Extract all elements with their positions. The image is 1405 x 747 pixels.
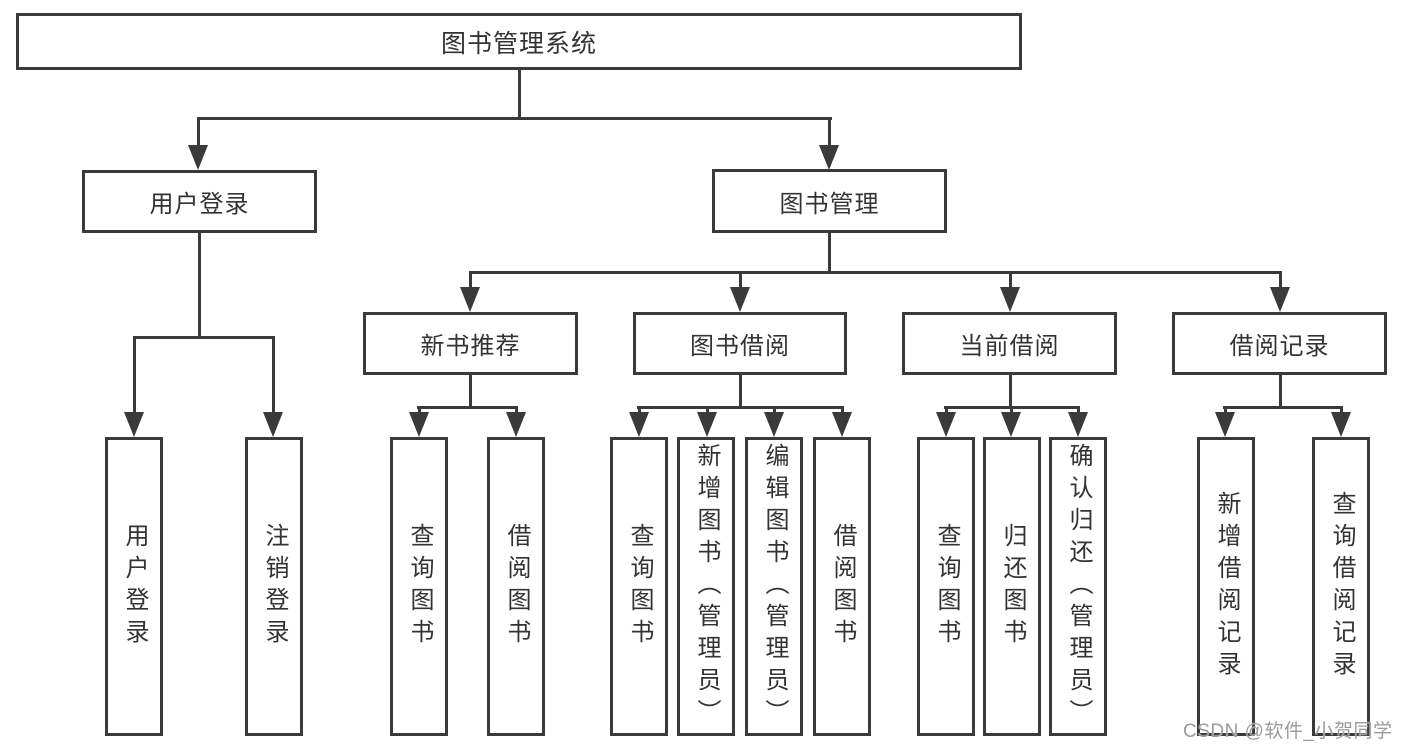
leaf-logout: 注销登录 — [245, 437, 303, 736]
arrowhead-book-borrowing — [730, 287, 750, 312]
node-label: 用户登录 — [149, 191, 250, 218]
connector-g1-drop-1 — [418, 406, 421, 414]
leaf-label: 查询借阅记录 — [1328, 490, 1355, 683]
node-label: 新书推荐 — [420, 333, 521, 360]
leaf-query-books-borrow: 查询图书 — [610, 437, 668, 736]
node-user-login: 用户登录 — [82, 170, 317, 233]
arrowhead-g3-leaf-3 — [1068, 412, 1088, 437]
connector-g4-feed — [1279, 375, 1282, 409]
arrowhead-g3-leaf-1 — [936, 412, 956, 437]
leaf-label: 查询图书 — [626, 522, 653, 651]
connector-g3-drop-2 — [1010, 406, 1013, 414]
leaf-label: 用户登录 — [121, 522, 148, 651]
node-library-management-system: 图书管理系统 — [16, 13, 1022, 70]
connector-drop-leaf-user-login — [133, 336, 136, 412]
leaf-label: 新增图书（管理员） — [693, 442, 720, 731]
leaf-borrow-books-newrec: 借阅图书 — [487, 437, 545, 736]
connector-g1-feed — [469, 375, 472, 409]
connector-drop-user-login — [197, 117, 200, 146]
connector-g2-drop-3 — [773, 406, 776, 414]
arrowhead-user-login — [188, 145, 208, 170]
connector-drop-new-book-rec — [469, 271, 472, 290]
connector-g3-drop-3 — [1077, 406, 1080, 414]
leaf-query-books-current: 查询图书 — [917, 437, 975, 736]
node-borrowing-records: 借阅记录 — [1172, 312, 1387, 375]
arrowhead-g1-leaf-1 — [409, 412, 429, 437]
connector-g1-bus — [417, 406, 518, 409]
connector-user-login-feed — [198, 233, 201, 339]
watermark: CSDN @软件_小贺同学 — [1183, 721, 1393, 742]
connector-g2-bus — [637, 406, 844, 409]
arrowhead-g4-leaf-2 — [1331, 412, 1351, 437]
connector-g4-bus — [1223, 406, 1343, 409]
arrowhead-g1-leaf-2 — [506, 412, 526, 437]
node-current-borrowing: 当前借阅 — [902, 312, 1117, 375]
connector-g2-feed — [739, 375, 742, 409]
arrowhead-borrowing-records — [1270, 287, 1290, 312]
connector-level3-bus — [469, 271, 1282, 274]
arrowhead-g2-leaf-1 — [629, 412, 649, 437]
leaf-label: 查询图书 — [406, 522, 433, 651]
leaf-return-books: 归还图书 — [983, 437, 1041, 736]
arrowhead-leaf-logout — [263, 412, 283, 437]
node-label: 图书管理系统 — [440, 29, 597, 58]
node-label: 图书管理 — [779, 190, 880, 218]
node-label: 借阅记录 — [1229, 333, 1330, 360]
connector-user-login-bus — [133, 336, 275, 339]
arrowhead-g4-leaf-1 — [1215, 412, 1235, 437]
leaf-label: 确认归还（管理员） — [1065, 442, 1092, 731]
node-book-borrowing: 图书借阅 — [633, 312, 847, 375]
arrowhead-current-borrowing — [1000, 287, 1020, 312]
connector-g3-drop-1 — [945, 406, 948, 414]
node-label: 图书借阅 — [690, 333, 790, 360]
connector-book-management-feed — [828, 233, 831, 274]
leaf-query-books-newrec: 查询图书 — [390, 437, 448, 736]
leaf-query-borrow-record: 查询借阅记录 — [1312, 437, 1370, 736]
leaf-add-books-admin: 新增图书（管理员） — [677, 437, 735, 736]
connector-root-feed — [518, 70, 521, 120]
connector-g3-feed — [1009, 375, 1012, 409]
node-label: 当前借阅 — [959, 333, 1060, 360]
connector-level2-bus — [197, 117, 832, 120]
leaf-label: 归还图书 — [999, 522, 1026, 651]
connector-g2-drop-4 — [841, 406, 844, 414]
leaf-edit-books-admin: 编辑图书（管理员） — [745, 437, 803, 736]
leaf-label: 借阅图书 — [829, 522, 856, 651]
arrowhead-g2-leaf-4 — [832, 412, 852, 437]
leaf-borrow-books-borrow: 借阅图书 — [813, 437, 871, 736]
connector-drop-book-borrowing — [739, 271, 742, 290]
connector-g4-drop-1 — [1224, 406, 1227, 414]
connector-g2-drop-1 — [638, 406, 641, 414]
arrowhead-leaf-user-login — [124, 412, 144, 437]
leaf-label: 借阅图书 — [503, 522, 530, 651]
leaf-label: 注销登录 — [261, 522, 288, 651]
leaf-label: 编辑图书（管理员） — [761, 442, 788, 731]
connector-g4-drop-2 — [1340, 406, 1343, 414]
leaf-label: 新增借阅记录 — [1213, 490, 1240, 683]
leaf-confirm-return-admin: 确认归还（管理员） — [1049, 437, 1107, 736]
connector-drop-leaf-logout — [272, 336, 275, 412]
connector-drop-current-borrowing — [1009, 271, 1012, 290]
connector-drop-book-management — [828, 117, 831, 146]
arrowhead-g2-leaf-3 — [764, 412, 784, 437]
arrowhead-new-book-rec — [460, 287, 480, 312]
leaf-add-borrow-record: 新增借阅记录 — [1197, 437, 1255, 736]
connector-g1-drop-2 — [515, 406, 518, 414]
leaf-label: 查询图书 — [933, 522, 960, 651]
node-new-book-recommendation: 新书推荐 — [363, 312, 578, 375]
connector-g2-drop-2 — [706, 406, 709, 414]
connector-drop-borrowing-records — [1279, 271, 1282, 290]
node-book-management: 图书管理 — [712, 169, 947, 233]
arrowhead-book-management — [819, 145, 839, 170]
arrowhead-g2-leaf-2 — [697, 412, 717, 437]
leaf-user-login: 用户登录 — [105, 437, 163, 736]
arrowhead-g3-leaf-2 — [1001, 412, 1021, 437]
